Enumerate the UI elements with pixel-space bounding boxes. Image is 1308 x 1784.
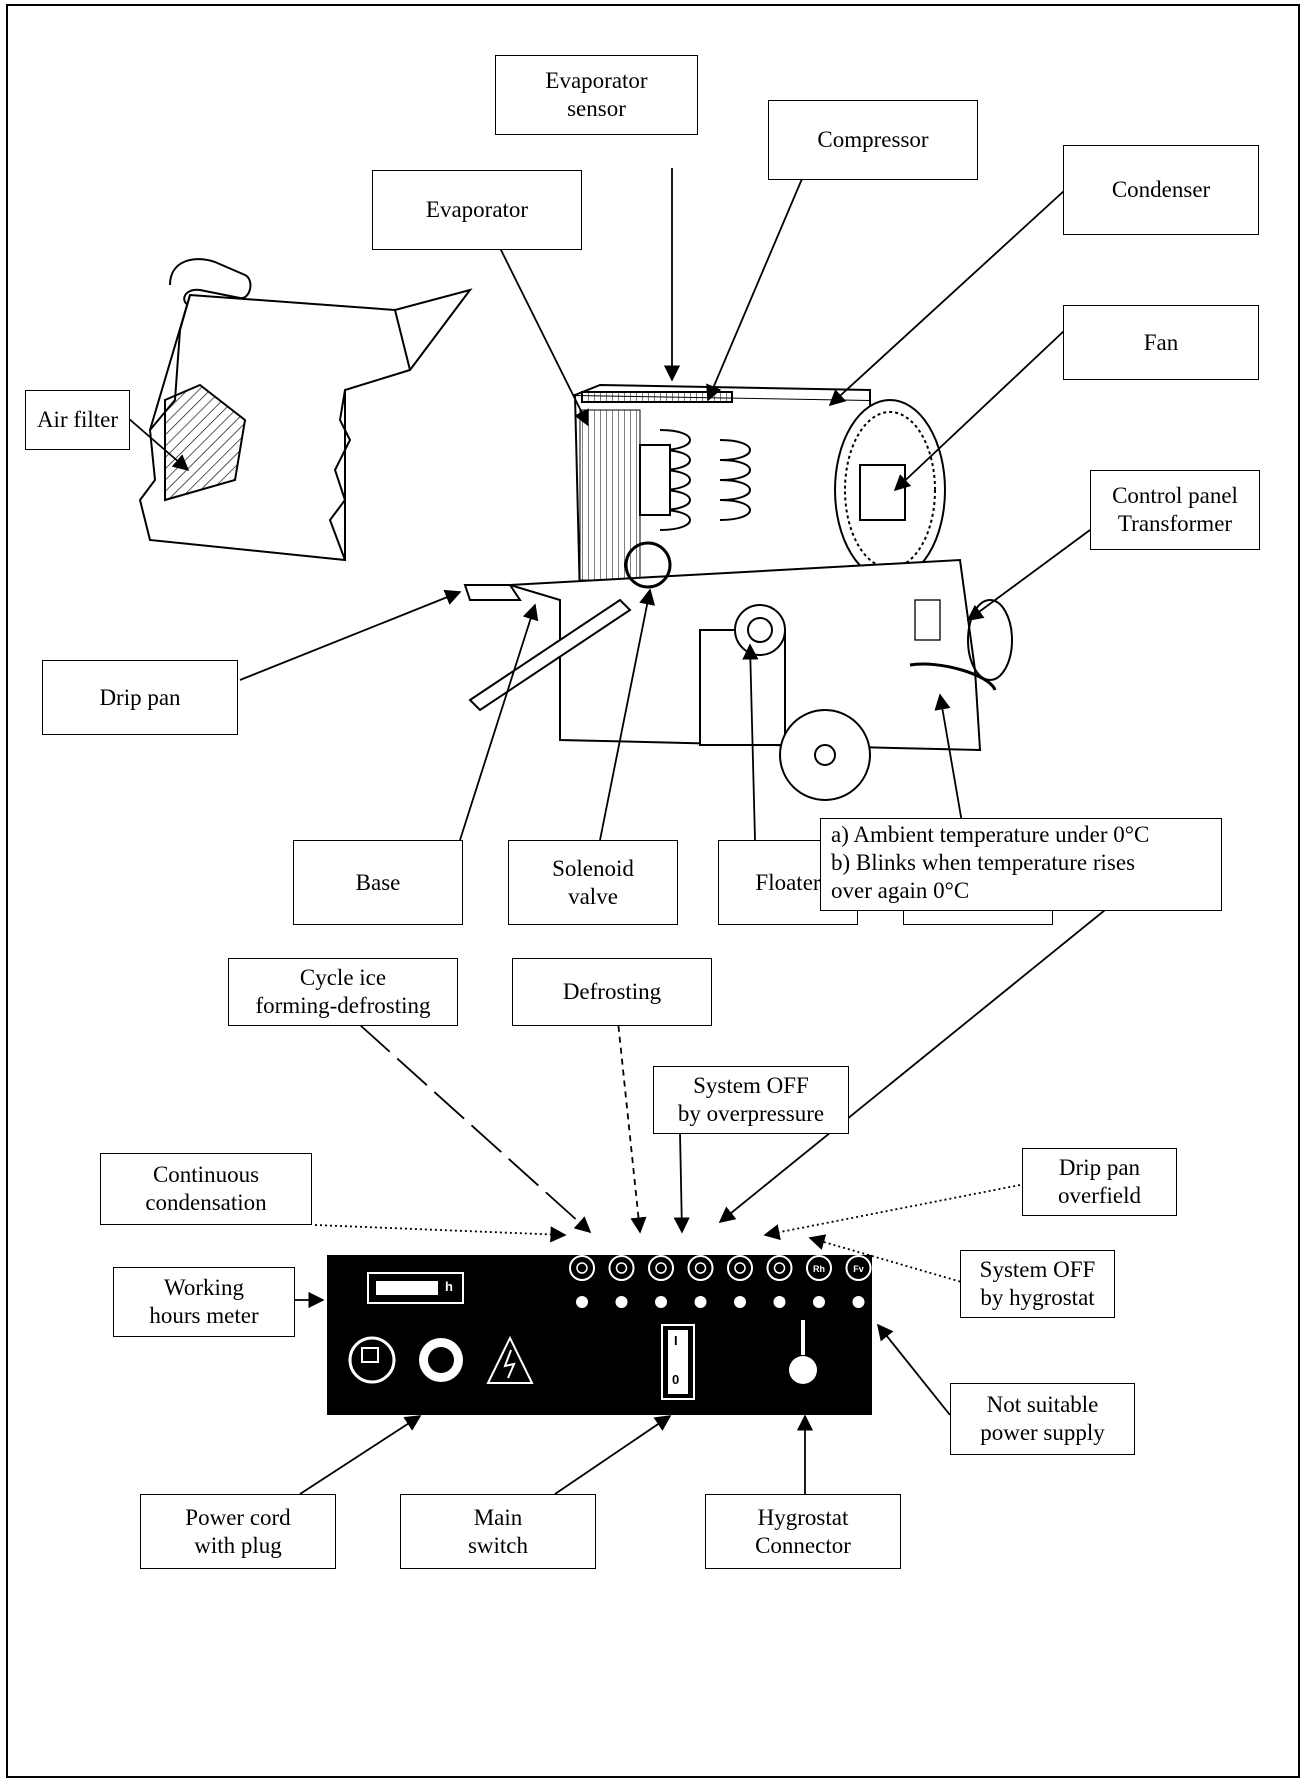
thermometer-icon-glyph — [734, 1262, 746, 1274]
label-system-off-hygrostat: System OFF by hygrostat — [960, 1250, 1115, 1318]
arrow-ambient-temp — [718, 909, 1106, 1224]
defrost-icon-glyph — [655, 1262, 667, 1274]
indicator-led — [813, 1296, 825, 1308]
label-working-hours-meter: Working hours meter — [113, 1267, 295, 1337]
fv-icon — [845, 1255, 872, 1281]
recycle-icon-glyph — [576, 1262, 588, 1274]
label-continuous-condensation: Continuous condensation — [100, 1153, 312, 1225]
thermometer-icon — [727, 1255, 753, 1281]
recycle-icon — [569, 1255, 595, 1281]
arrow-evaporator — [499, 247, 589, 427]
switch-off-mark: 0 — [672, 1372, 680, 1387]
arrow-control-panel — [966, 529, 1091, 621]
arrow-base — [459, 603, 539, 841]
figure-frame — [6, 4, 1300, 1778]
arrow-drip-pan — [239, 589, 462, 681]
arrow-continuous — [314, 1224, 567, 1243]
label-condenser: Condenser — [1063, 145, 1259, 235]
switch-on-mark: I — [674, 1333, 678, 1348]
arrow-condenser — [828, 189, 1066, 407]
control-panel-drawing: Rh Fv — [327, 1255, 872, 1415]
label-air-filter: Air filter — [25, 390, 130, 450]
arrow-air-filter — [127, 417, 190, 472]
label-not-suitable-power: Not suitable power supply — [950, 1383, 1135, 1455]
pressure-warning-icon-glyph — [694, 1262, 707, 1274]
arrow-solenoid — [599, 588, 656, 841]
arrow-power-cord-plug — [299, 1415, 422, 1495]
indicator-led — [576, 1296, 588, 1308]
label-control-panel: Control panel Transformer — [1090, 470, 1260, 550]
indicator-led — [655, 1296, 667, 1308]
label-solenoid-valve: Solenoid valve — [508, 840, 678, 925]
label-evaporator: Evaporator — [372, 170, 582, 250]
label-cycle-ice: Cycle ice forming-defrosting — [228, 958, 458, 1026]
label-main-switch: Main switch — [400, 1494, 596, 1569]
label-evaporator-sensor: Evaporator sensor — [495, 55, 698, 135]
pressure-warning-icon — [687, 1255, 714, 1281]
arrow-floater — [742, 643, 759, 841]
indicator-led — [694, 1296, 707, 1308]
leader-lines — [127, 159, 1106, 1495]
label-ambient-temperature: a) Ambient temperature under 0°C b) Blin… — [820, 818, 1222, 911]
label-compressor: Compressor — [768, 100, 978, 180]
indicator-led — [852, 1296, 865, 1308]
label-drip-pan-overfield: Drip pan overfield — [1022, 1148, 1177, 1216]
indicator-led — [773, 1296, 786, 1308]
label-defrosting: Defrosting — [512, 958, 712, 1026]
snowflake-icon — [608, 1255, 635, 1281]
arrow-drip-overfield — [763, 1184, 1021, 1241]
indicator-led — [615, 1296, 628, 1308]
defrost-icon — [648, 1255, 674, 1281]
label-drip-pan: Drip pan — [42, 660, 238, 735]
arrow-cycle-ice — [359, 1024, 592, 1234]
dehumidifier-drawing — [463, 383, 1013, 801]
arrow-compressor — [706, 159, 811, 402]
arrow-hygrostat-off — [808, 1234, 966, 1284]
arrow-main-switch — [554, 1415, 672, 1495]
arrow-defrosting — [614, 992, 647, 1234]
snowflake-icon-glyph — [615, 1262, 628, 1274]
indicator-led — [734, 1296, 746, 1308]
hours-unit: h — [445, 1279, 453, 1294]
label-base: Base — [293, 840, 463, 925]
filter-cover-drawing — [138, 258, 473, 562]
fv-icon-text: Fv — [853, 1264, 864, 1274]
label-system-off-overpressure: System OFF by overpressure — [653, 1066, 849, 1134]
arrow-overpressure — [673, 1132, 690, 1234]
arrow-fan — [893, 329, 1066, 492]
label-fan: Fan — [1063, 305, 1259, 380]
arrow-power-supply — [876, 1323, 951, 1416]
arrow-power-cord — [934, 693, 966, 841]
indicator-row: Rh Fv — [569, 1255, 872, 1308]
drop-icon-glyph — [773, 1262, 786, 1274]
rh-icon-text: Rh — [813, 1264, 825, 1274]
rh-icon — [806, 1255, 832, 1281]
label-power-cord-with-plug: Power cord with plug — [140, 1494, 336, 1569]
drop-icon — [766, 1255, 793, 1281]
label-hygrostat-connector: Hygrostat Connector — [705, 1494, 901, 1569]
